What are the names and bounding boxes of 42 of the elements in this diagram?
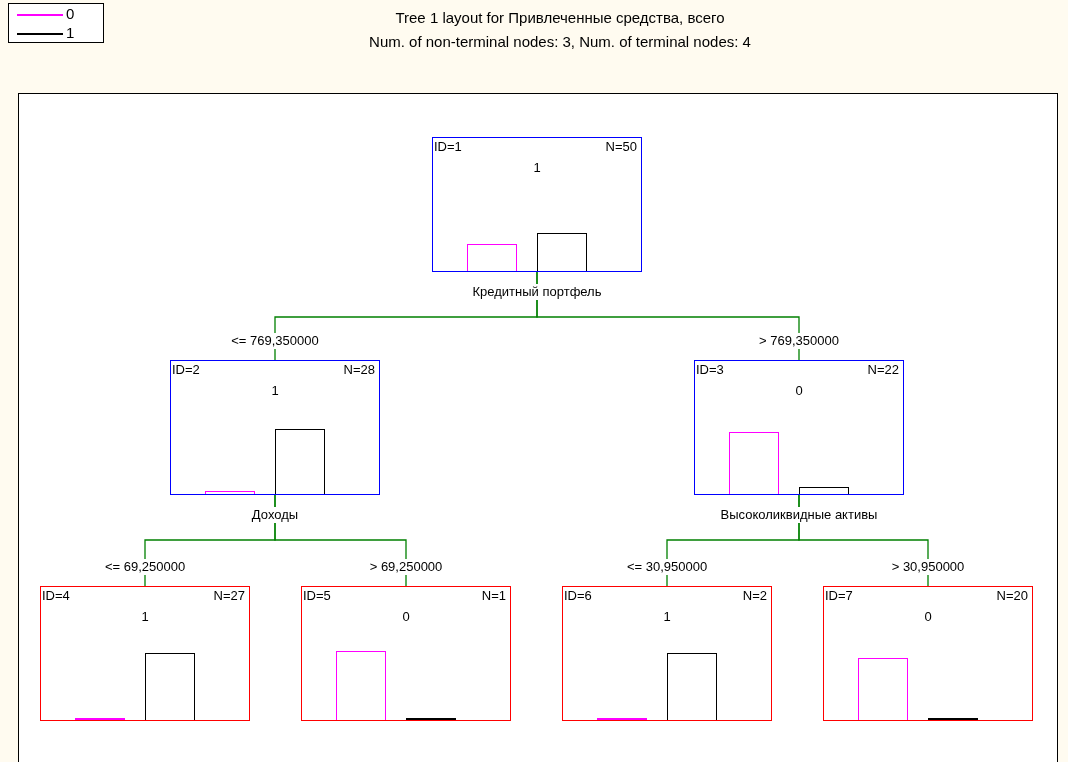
predicted-class-label: 1 [140, 609, 150, 624]
predicted-class-label: 0 [923, 609, 933, 624]
predicted-class-label: 0 [401, 609, 411, 624]
split-node-box [694, 360, 904, 495]
predicted-class-label: 1 [270, 383, 280, 398]
node-count-label: N=1 [481, 588, 506, 603]
edge-label: <= 769,350000 [230, 333, 320, 349]
node-count-label: N=22 [867, 362, 899, 377]
terminal-node-box [40, 586, 250, 721]
edge-label: <= 30,950000 [625, 559, 709, 575]
edge-label: > 769,350000 [758, 333, 840, 349]
edge-label: > 69,250000 [368, 559, 444, 575]
node-id-label: ID=1 [434, 139, 462, 154]
node-count-label: N=27 [213, 588, 245, 603]
terminal-node-box [823, 586, 1033, 721]
node-id-label: ID=7 [825, 588, 853, 603]
node-id-label: ID=4 [42, 588, 70, 603]
predicted-class-label: 1 [532, 160, 542, 175]
tree-summary-text: Num. of non-terminal nodes: 3, Num. of terminal nodes: 4 [368, 34, 752, 50]
split-variable-label: Высоколиквидные активы [719, 507, 879, 523]
edge-label: > 30,950000 [890, 559, 966, 575]
chart-title: Tree 1 layout for Привлеченные средства, всего [394, 10, 726, 26]
legend-label: 1 [66, 25, 75, 41]
predicted-class-label: 0 [794, 383, 804, 398]
terminal-node-box [562, 586, 772, 721]
legend-label: 0 [66, 6, 75, 22]
node-id-label: ID=2 [172, 362, 200, 377]
node-count-label: N=28 [343, 362, 375, 377]
split-node-box [432, 137, 642, 272]
split-variable-label: Доходы [250, 507, 300, 523]
node-count-label: N=50 [605, 139, 637, 154]
tree-branch-line [536, 271, 800, 361]
node-count-label: N=2 [742, 588, 767, 603]
split-variable-label: Кредитный портфель [471, 284, 603, 300]
terminal-node-box [301, 586, 511, 721]
edge-label: <= 69,250000 [103, 559, 187, 575]
node-id-label: ID=5 [303, 588, 331, 603]
node-count-label: N=20 [996, 588, 1028, 603]
node-id-label: ID=3 [696, 362, 724, 377]
predicted-class-label: 1 [662, 609, 672, 624]
node-id-label: ID=6 [564, 588, 592, 603]
split-node-box [170, 360, 380, 495]
